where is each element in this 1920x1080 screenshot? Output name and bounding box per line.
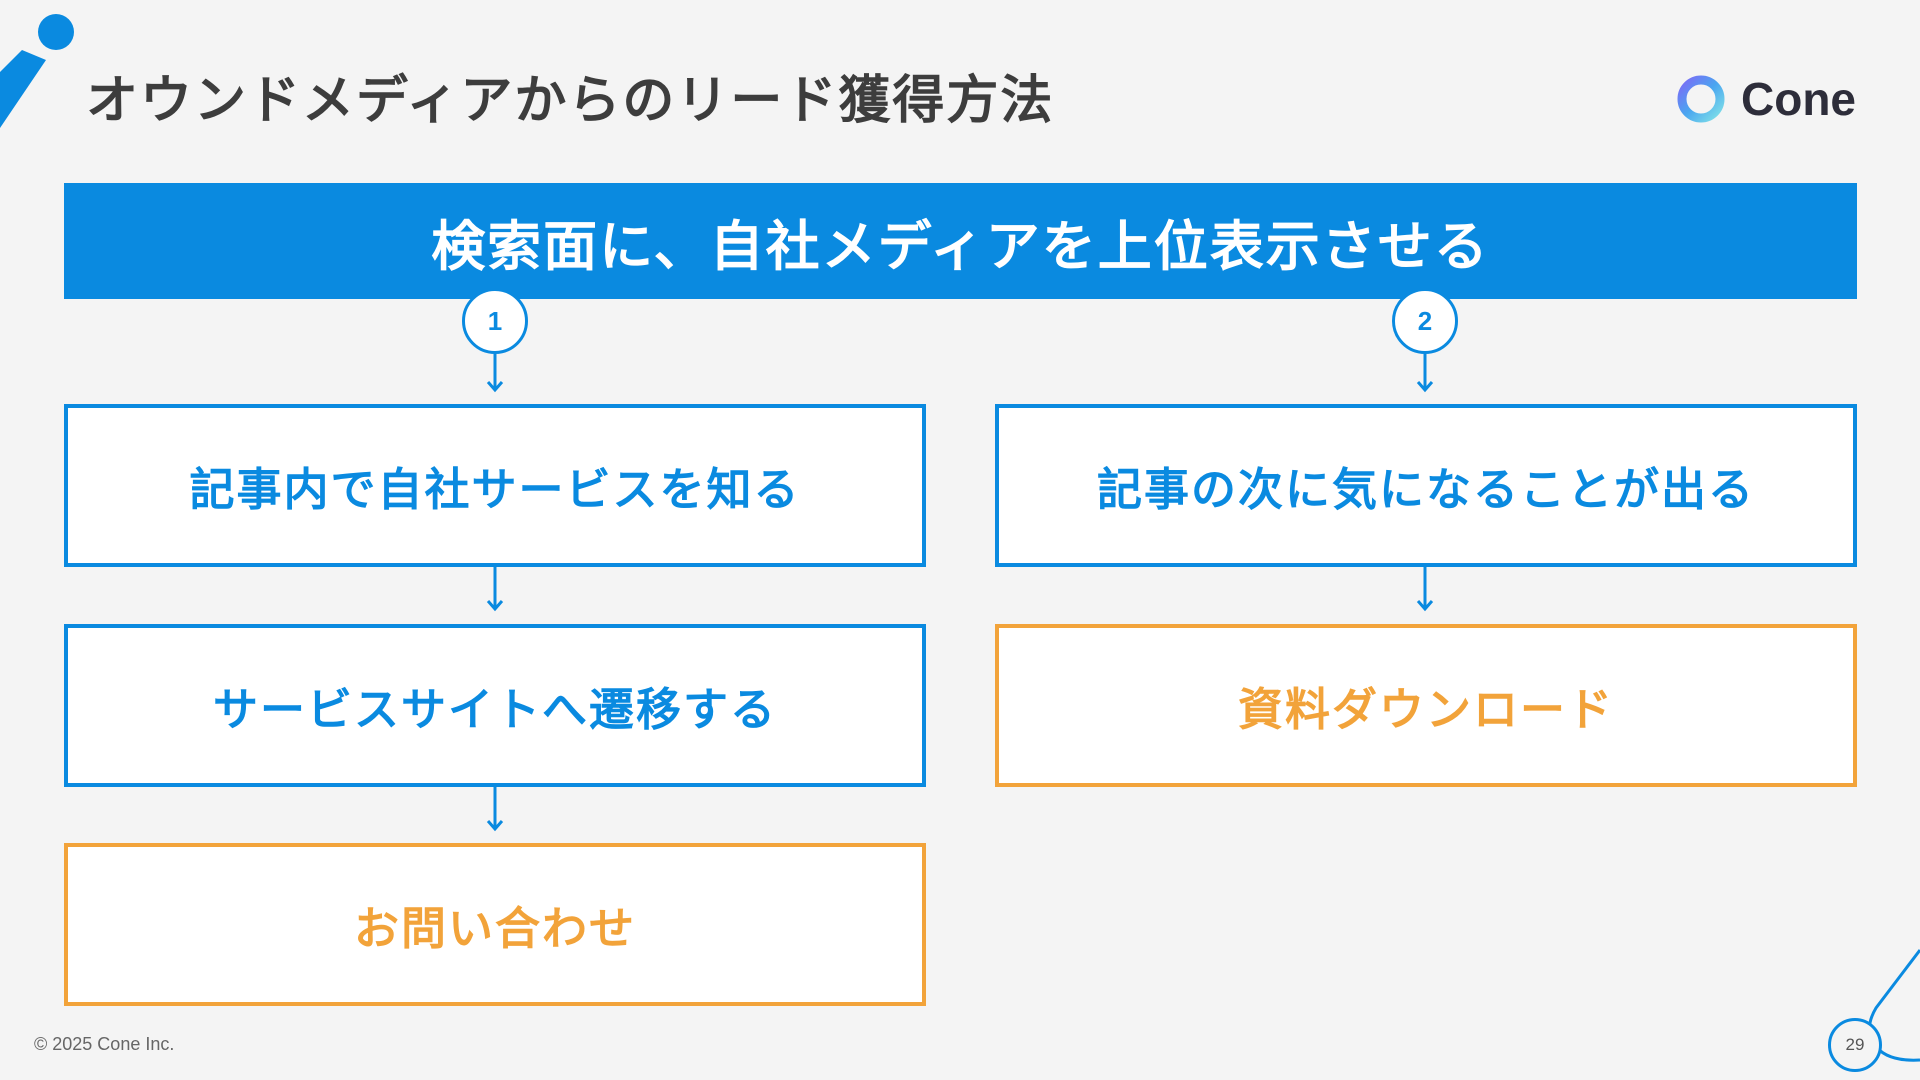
page-number: 29 xyxy=(1828,1018,1882,1072)
flow2-step-download: 資料ダウンロード xyxy=(995,624,1857,787)
flow2-box2-label: 資料ダウンロード xyxy=(1237,683,1614,736)
company-logo: Cone xyxy=(1675,72,1856,126)
logo-text: Cone xyxy=(1741,73,1856,125)
flow2-step-next-interest: 記事の次に気になることが出る xyxy=(995,404,1857,567)
arrow-down-icon xyxy=(486,567,504,612)
copyright: © 2025 Cone Inc. xyxy=(34,1034,175,1054)
arrow-down-icon xyxy=(486,354,504,393)
flow1-step-visit-site: サービスサイトへ遷移する xyxy=(64,624,926,787)
step-1-circle: 1 xyxy=(462,288,528,354)
step-2-circle: 2 xyxy=(1392,288,1458,354)
corner-decoration-top-left xyxy=(0,14,74,128)
cone-ring-icon xyxy=(1677,75,1725,123)
flow1-box2-label: サービスサイトへ遷移する xyxy=(212,683,777,736)
page-title: オウンドメディアからのリード獲得方法 xyxy=(86,71,1055,131)
arrow-down-icon xyxy=(1416,567,1434,612)
banner: 検索面に、自社メディアを上位表示させる xyxy=(64,183,1857,299)
arrow-down-icon xyxy=(1416,354,1434,393)
banner-text: 検索面に、自社メディアを上位表示させる xyxy=(431,214,1490,278)
flow1-box3-label: お問い合わせ xyxy=(353,902,636,955)
flow1-box1-label: 記事内で自社サービスを知る xyxy=(189,463,801,516)
flow1-step-inquiry: お問い合わせ xyxy=(64,843,926,1006)
flow2-box1-label: 記事の次に気になることが出る xyxy=(1096,463,1755,516)
arrow-down-icon xyxy=(486,787,504,832)
flow1-step-learn-service: 記事内で自社サービスを知る xyxy=(64,404,926,567)
